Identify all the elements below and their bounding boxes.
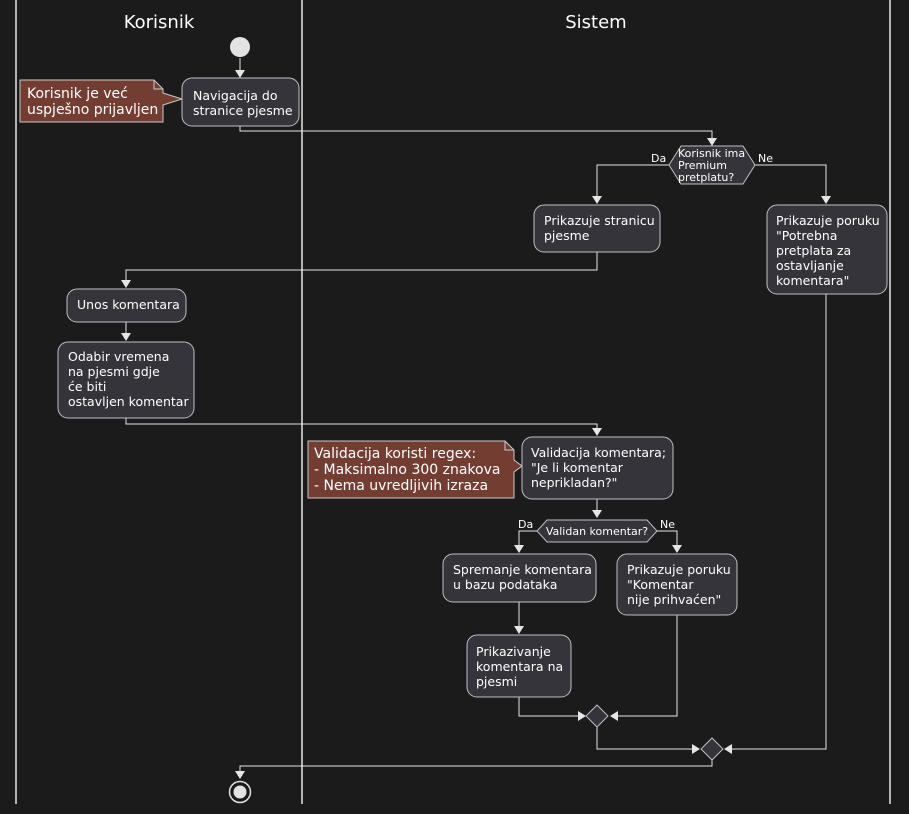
merge-node-outer xyxy=(700,737,724,761)
activity-navigate: Navigacija do stranice pjesme xyxy=(181,77,300,127)
activity-line: pjesmi xyxy=(476,674,517,689)
note-line: Korisnik je već xyxy=(27,86,128,102)
arrowhead xyxy=(592,510,602,518)
activity-line: Validacija komentara; xyxy=(531,445,666,460)
edge-merge-to-outer xyxy=(596,727,694,750)
branch-label-no: Ne xyxy=(660,518,675,531)
lane-title-sistem: Sistem xyxy=(565,12,626,33)
edge-premium-no xyxy=(755,164,827,198)
activity-line: ostavljanje xyxy=(776,258,844,273)
branch-label-yes: Da xyxy=(518,518,533,531)
arrowhead xyxy=(592,196,602,204)
activity-line: Prikazuje stranicu xyxy=(544,213,655,228)
edge-needsub-to-outer xyxy=(730,294,827,750)
arrowheads xyxy=(121,70,831,779)
activity-line: Spremanje komentara xyxy=(453,562,592,577)
end-node xyxy=(233,785,247,799)
arrowhead xyxy=(592,428,602,436)
edge-outer-to-end xyxy=(239,760,713,772)
activity-validate: Validacija komentara; "Je li komentar ne… xyxy=(521,436,674,500)
activity-line: "Je li komentar xyxy=(531,460,624,475)
activity-line: "Komentar xyxy=(627,577,694,592)
activity-line: pretplata za xyxy=(776,243,851,258)
arrowhead xyxy=(514,545,524,553)
note-regex: Validacija koristi regex: - Maksimalno 3… xyxy=(307,440,523,499)
activity-line: ostavljen komentar xyxy=(68,394,189,409)
note-line: - Nema uvredljivih izraza xyxy=(314,478,488,494)
decision-line: Korisnik ima xyxy=(678,147,745,160)
branch-label-yes: Da xyxy=(651,152,666,165)
arrowhead xyxy=(578,711,586,721)
activity-subscription-needed: Prikazuje poruku "Potrebna pretplata za … xyxy=(766,204,888,295)
activity-line: "Potrebna xyxy=(776,228,837,243)
activity-line: nije prihvaćen" xyxy=(627,592,721,607)
activity-line: Prikazuje poruku xyxy=(776,213,880,228)
activity-line: Prikazivanje xyxy=(476,644,551,659)
activity-line: pjesme xyxy=(544,228,590,243)
merge-node-inner xyxy=(585,704,609,728)
activity-show-page: Prikazuje stranicu pjesme xyxy=(533,204,661,253)
arrowhead xyxy=(610,711,618,721)
activity-line: Odabir vremena xyxy=(68,349,169,364)
activity-line: Unos komentara xyxy=(77,297,180,312)
edge-premium-yes xyxy=(596,164,669,198)
activity-line: Navigacija do xyxy=(193,88,278,103)
edge-valid-yes xyxy=(518,530,537,547)
arrowhead xyxy=(821,196,831,204)
arrowhead xyxy=(121,333,131,341)
edge-page-to-enter xyxy=(125,252,598,282)
activity-display: Prikazivanje komentara na pjesmi xyxy=(466,634,572,698)
edge-navigate-to-premium xyxy=(239,126,713,140)
activity-choose-time: Odabir vremena na pjesmi gdje će biti os… xyxy=(57,341,195,419)
end-node-ring xyxy=(228,780,252,804)
arrowhead xyxy=(707,138,717,146)
note-line: - Maksimalno 300 znakova xyxy=(314,462,500,478)
note-logged-in: Korisnik je već uspješno prijavljen xyxy=(19,79,184,123)
activity-line: komentara na xyxy=(476,659,563,674)
activity-rejected: Prikazuje poruku "Komentar nije prihvaće… xyxy=(616,553,738,616)
edge-display-to-merge xyxy=(518,697,580,717)
note-line: Validacija koristi regex: xyxy=(314,446,476,462)
activity-enter-comment: Unos komentara xyxy=(66,288,187,323)
arrowhead xyxy=(724,744,732,754)
edges xyxy=(125,58,827,772)
lane-title-korisnik: Korisnik xyxy=(124,12,195,33)
arrowhead xyxy=(514,626,524,634)
decision-valid: Validan komentar? Da Ne xyxy=(518,518,675,543)
activity-line: stranice pjesme xyxy=(193,103,293,118)
activity-line: neprikladan?" xyxy=(531,475,617,490)
decision-line: Validan komentar? xyxy=(546,525,648,538)
arrowhead xyxy=(692,744,700,754)
edge-time-to-validate xyxy=(125,418,598,430)
arrowhead xyxy=(672,545,682,553)
decision-line: pretplatu? xyxy=(678,171,734,184)
branch-label-no: Ne xyxy=(758,152,773,165)
arrowhead xyxy=(235,771,245,779)
edge-rejected-to-merge xyxy=(616,615,678,717)
activity-line: na pjesmi gdje xyxy=(68,364,160,379)
activity-line: će biti xyxy=(68,379,106,394)
edge-valid-no xyxy=(657,530,678,547)
activity-save: Spremanje komentara u bazu podataka xyxy=(442,553,597,603)
arrowhead xyxy=(235,70,245,78)
start-node xyxy=(230,37,250,57)
decision-line: Premium xyxy=(678,159,727,172)
activity-line: u bazu podataka xyxy=(453,577,557,592)
note-line: uspješno prijavljen xyxy=(27,102,158,118)
activity-line: komentara" xyxy=(776,273,849,288)
activity-line: Prikazuje poruku xyxy=(627,562,731,577)
decision-premium: Korisnik ima Premium pretplatu? Da Ne xyxy=(651,145,773,185)
arrowhead xyxy=(121,280,131,288)
